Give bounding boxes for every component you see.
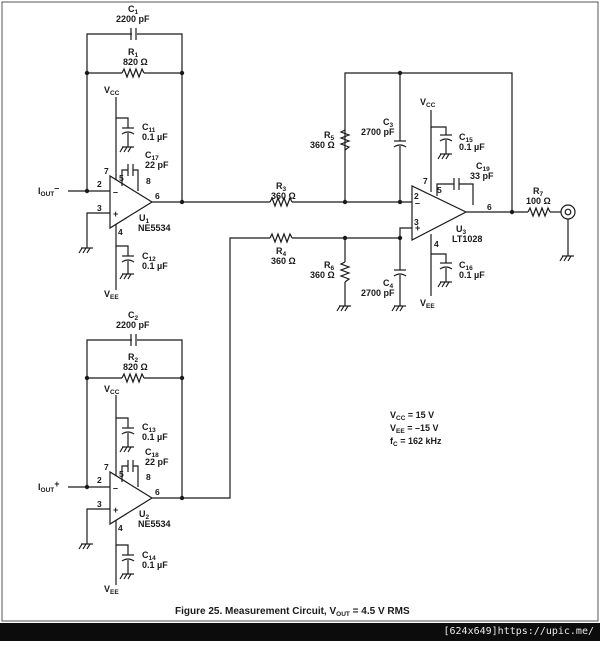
u1-vee-label: VEE	[104, 289, 119, 301]
r5-ref: R5	[324, 130, 335, 142]
c18-ref: C18	[145, 447, 159, 459]
u1-pin-5: 5	[119, 173, 124, 183]
c12-value: 0.1 µF	[142, 261, 168, 271]
svg-text:+: +	[113, 505, 118, 515]
r6-ref: R6	[324, 260, 335, 272]
c16-ref: C16	[459, 260, 473, 272]
u1-pin-2: 2	[97, 179, 102, 189]
page-border	[1, 1, 599, 622]
c1-ref: C1	[128, 4, 139, 16]
c19-ref: C19	[476, 161, 490, 173]
r4-value: 360 Ω	[271, 256, 296, 266]
c11-value: 0.1 µF	[142, 132, 168, 142]
iout-plus-label: IOUT+	[38, 479, 60, 494]
u1-pin-3: 3	[97, 203, 102, 213]
u3-pin-5: 5	[437, 185, 442, 195]
svg-text:–: –	[415, 198, 420, 208]
u1-part: NE5534	[138, 223, 171, 233]
c15-value: 0.1 µF	[459, 142, 485, 152]
watermark-bar	[0, 623, 600, 641]
u2-pin-7: 7	[104, 462, 109, 472]
u3-pin-6: 6	[487, 202, 492, 212]
c3-ref: C3	[383, 117, 394, 129]
c2-ref: C2	[128, 310, 139, 322]
u1-pin-7: 7	[104, 166, 109, 176]
r5-value: 360 Ω	[310, 140, 335, 150]
c14-ref: C14	[142, 550, 156, 562]
u2-pin-5: 5	[119, 469, 124, 479]
c16-value: 0.1 µF	[459, 270, 485, 280]
u3-vcc-label: VCC	[420, 97, 436, 109]
c2-value: 2200 pF	[116, 320, 150, 330]
c4-value: 2700 pF	[361, 288, 395, 298]
u1-vcc-label: VCC	[104, 85, 120, 97]
c4-ref: C4	[383, 278, 394, 290]
u2-stage: – +	[68, 237, 270, 585]
u2-vee-label: VEE	[104, 584, 119, 596]
r2-ref: R2	[128, 352, 139, 364]
iout-minus-label: IOUT–	[38, 183, 59, 198]
c18-value: 22 pF	[145, 457, 169, 467]
c3-value: 2700 pF	[361, 127, 395, 137]
condition-vee: VEE = –15 V	[390, 423, 438, 435]
u3-pin-2: 2	[414, 191, 419, 201]
u3-pin-4: 4	[434, 239, 439, 249]
u2-vcc-label: VCC	[104, 384, 120, 396]
u3-pin-7: 7	[423, 176, 428, 186]
u3-pin-3: 3	[414, 217, 419, 227]
c19-value: 33 pF	[470, 171, 494, 181]
u1-ref: U1	[139, 213, 150, 225]
svg-text:+: +	[415, 223, 420, 233]
u2-pin-6: 6	[155, 487, 160, 497]
c17-ref: C17	[145, 150, 159, 162]
u3-stage: – +	[269, 70, 576, 312]
figure-caption: Figure 25. Measurement Circuit, VOUT = 4…	[175, 606, 410, 618]
r3-ref: R3	[276, 181, 287, 193]
u2-ref: U2	[139, 509, 150, 521]
u2-pin-2: 2	[97, 475, 102, 485]
u3-vee-label: VEE	[420, 298, 435, 310]
c13-ref: C13	[142, 422, 156, 434]
condition-vcc: VCC = 15 V	[390, 410, 434, 422]
r1-value: 820 Ω	[123, 57, 148, 67]
u2-pin-3: 3	[97, 499, 102, 509]
r6-value: 360 Ω	[310, 270, 335, 280]
c17-value: 22 pF	[145, 160, 169, 170]
c11-ref: C11	[142, 122, 156, 134]
r7-ref: R7	[533, 186, 544, 198]
r7-value: 100 Ω	[526, 196, 551, 206]
c1-value: 2200 pF	[116, 14, 150, 24]
u1-pin-4: 4	[118, 227, 123, 237]
r1-ref: R1	[128, 47, 139, 59]
svg-text:–: –	[113, 187, 118, 197]
condition-fc: fC = 162 kHz	[390, 436, 442, 448]
r4-ref: R4	[276, 246, 287, 258]
u1-stage: – +	[68, 28, 270, 290]
u3-ref: U3	[456, 224, 467, 236]
c15-ref: C15	[459, 132, 473, 144]
r2-value: 820 Ω	[123, 362, 148, 372]
u2-pin-4: 4	[118, 523, 123, 533]
watermark-text: [624x649]https://upic.me/	[443, 626, 594, 637]
svg-text:–: –	[113, 483, 118, 493]
c13-value: 0.1 µF	[142, 432, 168, 442]
u3-part: LT1028	[452, 234, 482, 244]
c12-ref: C12	[142, 251, 156, 263]
u2-part: NE5534	[138, 519, 171, 529]
svg-text:+: +	[113, 209, 118, 219]
r3-value: 360 Ω	[271, 191, 296, 201]
u2-pin-8: 8	[146, 472, 151, 482]
c14-value: 0.1 µF	[142, 560, 168, 570]
u1-pin-6: 6	[155, 191, 160, 201]
u1-pin-8: 8	[146, 176, 151, 186]
